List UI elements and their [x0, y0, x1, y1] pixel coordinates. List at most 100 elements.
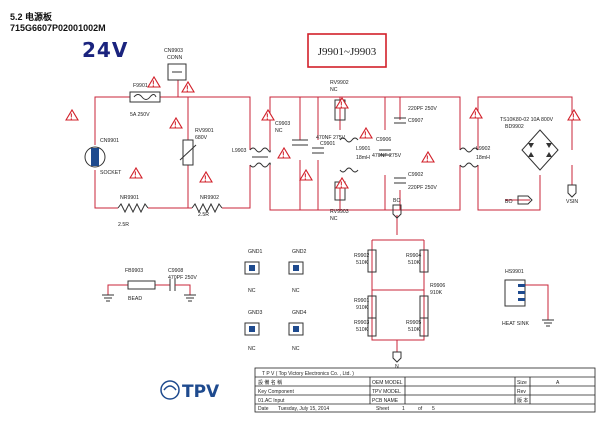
- svg-text:220PF 250V: 220PF 250V: [408, 185, 437, 191]
- warning-icon: !: [181, 80, 195, 94]
- port-vsin: VSIN: [566, 184, 578, 205]
- varistor-rv9902: RV9902 NC: [330, 80, 349, 121]
- svg-text:N: N: [395, 364, 399, 370]
- svg-text:!: !: [426, 155, 429, 164]
- tb-row1-mid: OEM MODEL: [372, 380, 403, 386]
- svg-text:RV9901: RV9901: [195, 128, 214, 134]
- svg-text:R9905: R9905: [406, 320, 421, 326]
- resistor-r9901: R9901 910K: [354, 295, 377, 319]
- warning-icon: !: [469, 106, 483, 120]
- svg-text:CN9903: CN9903: [164, 48, 183, 54]
- svg-text:R9906: R9906: [430, 283, 445, 289]
- svg-text:5A 250V: 5A 250V: [130, 112, 150, 118]
- gnd-pad-1: GND1 NC: [244, 249, 263, 294]
- svg-text:680V: 680V: [195, 135, 208, 141]
- svg-text:470NF 275V: 470NF 275V: [316, 135, 346, 141]
- logo-text: TPV: [182, 382, 220, 402]
- tb-row1-right: Size: [517, 380, 527, 386]
- ground-symbol: [102, 294, 554, 327]
- choke-l9901: L9901 18mH: [339, 137, 371, 173]
- tb-row2-right: Rev: [517, 389, 526, 395]
- highlight-label: J9901~J9903: [318, 46, 377, 58]
- svg-text:2.5R: 2.5R: [198, 212, 209, 218]
- svg-text:18mH: 18mH: [356, 155, 370, 161]
- capacitor-c9907: 220PF 250V C9907: [394, 106, 437, 124]
- tb-row2-mid: TPV MODEL: [372, 389, 401, 395]
- voltage-label: 24V: [82, 38, 128, 62]
- svg-text:C9902: C9902: [408, 172, 423, 178]
- thermistor-nr9901: NR9901 2.5R: [117, 195, 149, 228]
- svg-text:!: !: [572, 113, 575, 122]
- warning-icons: ! ! ! ! ! ! ! ! ! ! ! ! ! ! !: [65, 75, 581, 190]
- svg-text:L9901: L9901: [356, 146, 371, 152]
- svg-text:R9904: R9904: [406, 253, 421, 259]
- warning-icon: !: [421, 150, 435, 164]
- warning-icon: !: [261, 108, 275, 122]
- heat-sink-hs9901: HS9901 HEAT SINK: [502, 269, 529, 327]
- svg-text:GND1: GND1: [248, 249, 263, 255]
- svg-text:!: !: [266, 113, 269, 122]
- svg-text:TS10K80-02 10A 800V: TS10K80-02 10A 800V: [500, 117, 554, 123]
- svg-text:SOCKET: SOCKET: [100, 170, 122, 176]
- svg-text:FB9903: FB9903: [125, 268, 143, 274]
- resistor-r9905: R9905 510K: [406, 317, 429, 337]
- svg-text:C9903: C9903: [275, 121, 290, 127]
- tb-sheet-total: 5: [432, 406, 435, 412]
- section-title: 5.2 电源板: [10, 11, 53, 22]
- svg-text:R9901: R9901: [354, 298, 369, 304]
- svg-text:510K: 510K: [356, 260, 369, 266]
- svg-text:HEAT SINK: HEAT SINK: [502, 321, 529, 327]
- port-bo: BO: [392, 198, 402, 219]
- svg-text:NC: NC: [330, 216, 338, 222]
- svg-text:!: !: [134, 171, 137, 180]
- warning-icon: !: [335, 176, 349, 190]
- warning-icon: !: [129, 166, 143, 180]
- varistor-rv9901: RV9901 680V: [179, 128, 214, 166]
- tb-row2-left: Key Component: [258, 389, 294, 395]
- svg-text:R9903: R9903: [354, 320, 369, 326]
- port-bo2: BO: [505, 195, 533, 205]
- bridge-bd9902: TS10K80-02 10A 800V BD9902: [500, 117, 559, 171]
- svg-text:CN9901: CN9901: [100, 138, 119, 144]
- svg-text:C9906: C9906: [376, 137, 391, 143]
- warning-icon: !: [359, 126, 373, 140]
- port-n: N: [392, 351, 402, 370]
- title-block: T P V ( Top Victory Electronics Co. , Lt…: [254, 367, 596, 413]
- tb-row3-left: 01.AC Input: [258, 398, 285, 404]
- gnd-pad-3: GND3 NC: [244, 310, 263, 352]
- svg-text:!: !: [282, 151, 285, 160]
- tb-date: Tuesday, July 15, 2014: [278, 406, 329, 412]
- choke-l9902: L9902 18mH: [459, 146, 491, 168]
- svg-text:GND4: GND4: [292, 310, 307, 316]
- svg-text:HS9901: HS9901: [505, 269, 524, 275]
- resistor-r9904: R9904 510K: [406, 249, 429, 273]
- warning-icon: !: [335, 96, 349, 110]
- svg-text:!: !: [474, 111, 477, 120]
- resistor-r9902: R9902 510K: [354, 249, 377, 273]
- warning-icon: !: [567, 108, 581, 122]
- svg-text:NC: NC: [248, 346, 256, 352]
- resistor-r9903: R9903 510K: [354, 317, 377, 337]
- svg-text:RV9902: RV9902: [330, 80, 349, 86]
- svg-text:NR9902: NR9902: [200, 195, 219, 201]
- warning-icon: !: [169, 116, 183, 130]
- warning-icon: !: [65, 108, 79, 122]
- bead-fb9903: FB9903 BEAD: [125, 268, 156, 302]
- svg-text:GND2: GND2: [292, 249, 307, 255]
- svg-text:CONN: CONN: [167, 55, 183, 61]
- svg-text:!: !: [70, 113, 73, 122]
- svg-text:BO: BO: [505, 199, 513, 205]
- svg-text:!: !: [364, 131, 367, 140]
- thermistor-nr9902: NR9902 2.5R: [191, 195, 223, 218]
- svg-text:BD9902: BD9902: [505, 124, 524, 130]
- connector-cn9903: CN9903 CONN: [164, 48, 187, 81]
- svg-text:NC: NC: [292, 288, 300, 294]
- tb-company: T P V ( Top Victory Electronics Co. , Lt…: [262, 371, 354, 377]
- svg-text:!: !: [204, 175, 207, 184]
- svg-text:NR9901: NR9901: [120, 195, 139, 201]
- warning-icon: !: [277, 146, 291, 160]
- highlight-box: [307, 33, 387, 68]
- svg-text:18mH: 18mH: [476, 155, 490, 161]
- choke-l9903: L9903: [232, 147, 271, 168]
